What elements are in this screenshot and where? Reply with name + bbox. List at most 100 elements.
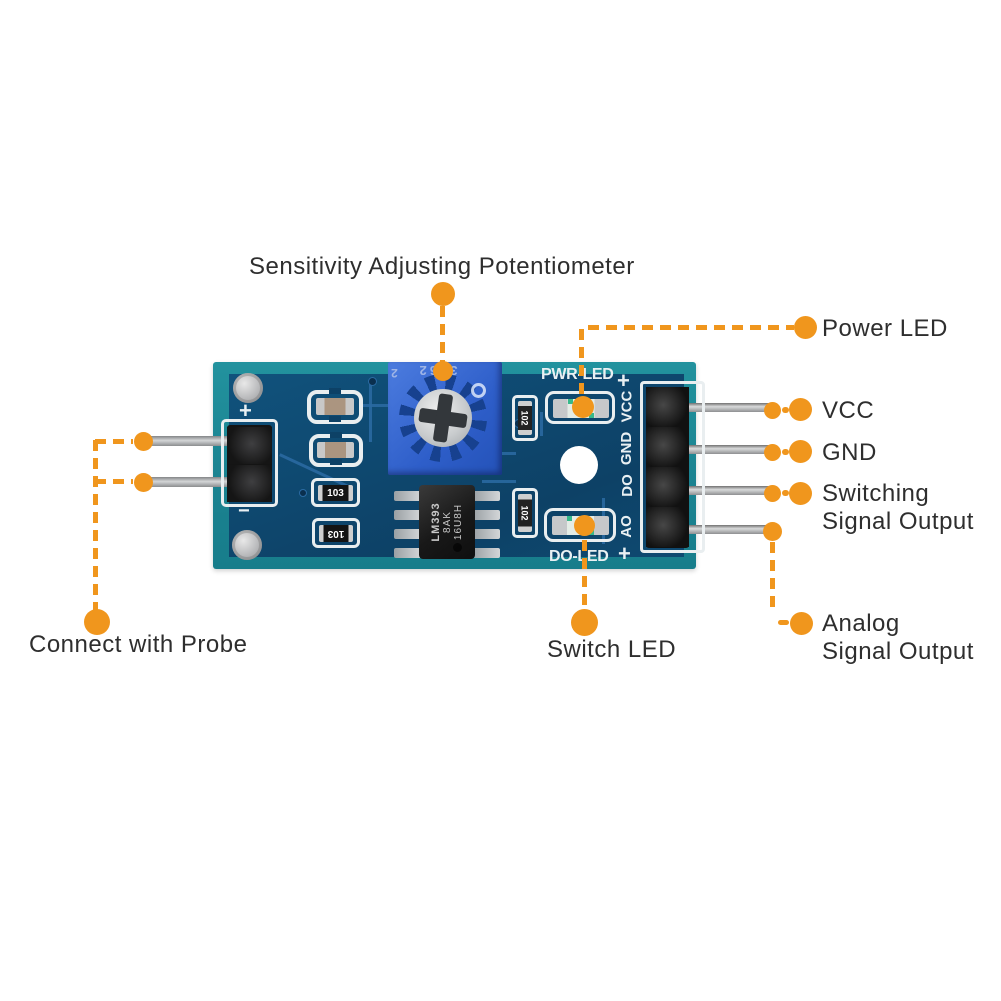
ic-pin xyxy=(394,491,421,501)
callout-dot xyxy=(84,609,110,635)
pin-tip-dot-probe1 xyxy=(134,432,153,451)
callout-dot xyxy=(571,609,598,636)
label-switch-led: Switch LED xyxy=(547,636,677,663)
header-pin-do xyxy=(670,486,776,495)
resistor-102b: 102 xyxy=(520,505,530,521)
pin-tip-dot-gnd xyxy=(764,444,781,461)
pcb-trace xyxy=(369,380,372,442)
callout-dot xyxy=(431,282,455,306)
callout-line xyxy=(588,325,794,330)
pin-tip-dot-do xyxy=(764,485,781,502)
callout-line xyxy=(93,440,98,610)
minus-silk-mark: − xyxy=(238,500,250,522)
callout-line xyxy=(95,479,133,484)
ic-pin xyxy=(473,529,500,539)
callout-line xyxy=(770,542,775,614)
silk-notch xyxy=(329,388,341,394)
silk-label-vcc: VCC xyxy=(618,390,636,423)
silk-label-do: DO xyxy=(618,474,636,497)
pcb-trace xyxy=(362,404,388,407)
ic-pin xyxy=(394,548,421,558)
label-power-led: Power LED xyxy=(822,315,948,342)
header-pin-ao xyxy=(670,525,776,534)
pin-tip-dot-probe2 xyxy=(134,473,153,492)
screw-hole-bottom xyxy=(232,530,262,560)
callout-line xyxy=(782,449,789,455)
pcb-trace xyxy=(540,412,543,436)
resistor-103a-outline xyxy=(311,478,360,507)
silk-notch xyxy=(330,432,342,438)
header-pin-gnd xyxy=(670,445,776,454)
callout-line xyxy=(778,620,789,625)
resistor-103b-outline xyxy=(312,518,360,548)
pin-header-bump xyxy=(646,427,689,467)
silk-notch xyxy=(329,416,341,422)
pcb-via xyxy=(368,377,377,386)
callout-dot xyxy=(789,440,812,463)
ic-pin xyxy=(473,491,500,501)
ic-marking-line3: 16U8H xyxy=(453,503,464,541)
switch-led-outline xyxy=(544,508,616,542)
screw-hole-top xyxy=(233,373,263,403)
callout-line xyxy=(782,407,789,413)
capacitor-2 xyxy=(317,442,354,458)
lm393-chip: LM393 8AK 16U8H xyxy=(419,485,475,559)
callout-dot xyxy=(790,612,813,635)
label-analog-line2: Signal Output xyxy=(822,638,974,665)
do-led-silk-label: DO-LED xyxy=(549,548,609,565)
ic-pin xyxy=(473,510,500,520)
ic-pin xyxy=(394,510,421,520)
label-gnd: GND xyxy=(822,439,877,466)
resistor-102b-outline xyxy=(512,488,538,538)
plus-silk-mark: + xyxy=(239,398,252,423)
label-switching-line1: Switching xyxy=(822,480,930,507)
callout-dot xyxy=(789,398,812,421)
callout-line xyxy=(95,439,133,444)
ic-pin xyxy=(394,529,421,539)
silk-plus-bottom: + xyxy=(618,541,631,566)
silk-label-gnd: GND xyxy=(618,431,636,466)
label-switching-signal-output: Switching Signal Output xyxy=(822,480,974,536)
silk-plus-top: + xyxy=(617,368,630,393)
callout-dot-pot xyxy=(433,361,453,381)
pcb-via xyxy=(299,489,307,497)
mounting-hole xyxy=(560,446,598,484)
label-connect-with-probe: Connect with Probe xyxy=(29,631,248,658)
callout-dot-power-led xyxy=(572,396,594,418)
label-switching-line2: Signal Output xyxy=(822,508,974,535)
probe-pin-1 xyxy=(142,436,237,446)
ic-pin xyxy=(473,548,500,558)
silk-label-ao: AO xyxy=(617,515,635,538)
ic-marking-line1: LM393 xyxy=(430,502,442,542)
resistor-102a-outline xyxy=(512,395,538,441)
probe-connector-bump xyxy=(227,427,272,464)
capacitor-1 xyxy=(316,398,354,415)
pot-index-circle xyxy=(471,383,486,398)
label-analog-signal-output: Analog Signal Output xyxy=(822,610,974,666)
resistor-103b: 103 xyxy=(327,528,345,539)
callout-line xyxy=(582,540,587,606)
label-analog-line1: Analog xyxy=(822,610,900,637)
ic-marking-line2: 8AK xyxy=(442,511,453,533)
callout-line xyxy=(440,306,445,366)
resistor-103a: 103 xyxy=(327,487,344,499)
label-vcc: VCC xyxy=(822,397,875,424)
callout-dot xyxy=(794,316,817,339)
probe-pin-2 xyxy=(142,477,237,487)
potentiometer-side-marking: 2 xyxy=(391,366,398,380)
pin-tip-dot-ao xyxy=(763,522,782,541)
pin-header-bump xyxy=(646,467,689,507)
pcb-trace xyxy=(482,480,516,483)
pot-dial-cross xyxy=(410,385,476,451)
callout-line xyxy=(579,329,584,395)
callout-line xyxy=(782,490,789,496)
pwr-led-silk-label: PWR-LED xyxy=(541,366,614,383)
pin-header-outline xyxy=(640,381,705,553)
resistor-102a: 102 xyxy=(520,410,530,426)
title-sensitivity-potentiometer: Sensitivity Adjusting Potentiometer xyxy=(249,253,635,280)
callout-dot-switch-led xyxy=(574,515,595,536)
probe-connector-bump xyxy=(227,465,272,502)
pin-tip-dot-vcc xyxy=(764,402,781,419)
silk-notch xyxy=(330,459,342,465)
